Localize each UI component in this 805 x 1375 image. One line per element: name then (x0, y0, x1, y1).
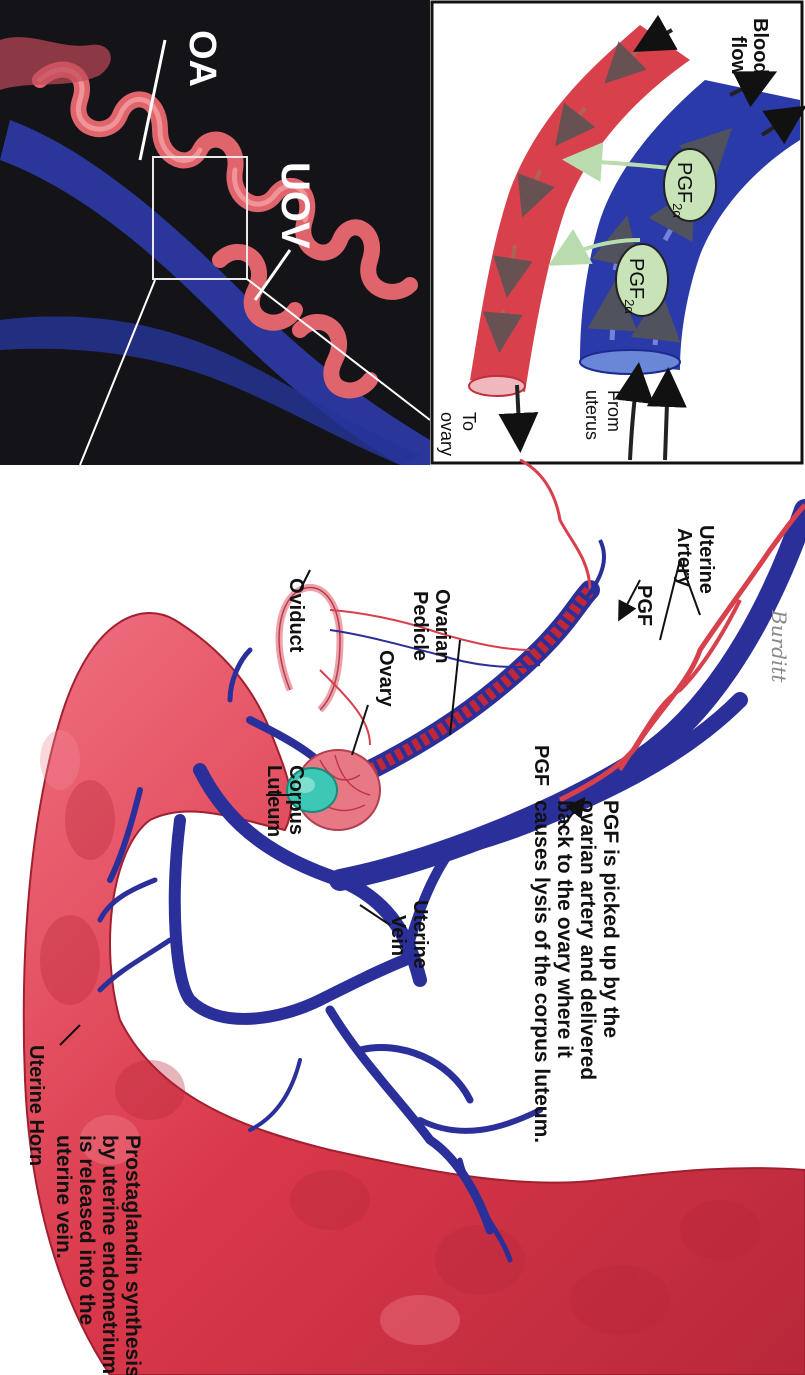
svg-text:is released into the: is released into the (75, 1135, 98, 1325)
artist-signature: Burditt (767, 609, 791, 683)
label-ovarian: Ovarian (431, 589, 453, 663)
label-uterus: uterus (582, 390, 602, 440)
countercurrent-inset: PGF2α PGF2α Blood flow To ovary From ute… (432, 2, 802, 463)
svg-text:ovarian artery and delivered: ovarian artery and delivered (576, 800, 599, 1080)
label-uterine-artery-2: Artery (673, 528, 695, 588)
label-luteum: Luteum (263, 765, 285, 837)
svg-text:uterine vein.: uterine vein. (52, 1135, 75, 1259)
svg-text:back to the ovary where it: back to the ovary where it (553, 800, 576, 1058)
label-ovary: Ovary (375, 650, 397, 708)
label-uterine-artery-1: Uterine (695, 525, 717, 594)
label-blood: Blood (749, 18, 771, 75)
svg-text:causes lysis of the corpus lut: causes lysis of the corpus luteum. (530, 800, 553, 1143)
label-uov: UOV (273, 162, 317, 249)
label-oa: OA (181, 30, 223, 87)
ovarian-pedicle (370, 460, 604, 770)
svg-text:Prostaglandin synthesis: Prostaglandin synthesis (121, 1135, 144, 1375)
svg-text:PGF is picked up by the: PGF is picked up by the (599, 800, 622, 1038)
label-corpus: Corpus (285, 765, 307, 835)
label-flow: flow (727, 36, 749, 76)
main-illustration: Burditt Oviduct Ovarian Pedicle Ovary Co… (24, 460, 805, 1375)
label-pedicle: Pedicle (409, 591, 431, 661)
label-oviduct: Oviduct (285, 578, 307, 653)
svg-text:by uterine endometrium: by uterine endometrium (98, 1135, 121, 1374)
caption-pgf-pickup: PGF is picked up by the ovarian artery a… (530, 800, 622, 1143)
label-uterine-horn: Uterine Horn (25, 1045, 47, 1166)
corrosion-cast-photo: OA UOV (0, 0, 430, 465)
label-from: From (604, 390, 624, 432)
label-uterine-vein-2: Vein (387, 915, 409, 956)
label-uterine-vein-1: Uterine (409, 900, 431, 969)
label-to: To (459, 412, 479, 431)
label-pgf-mid: PGF (530, 745, 552, 786)
label-ovary-inset: ovary (437, 412, 457, 456)
label-pgf-top: PGF (633, 585, 655, 626)
